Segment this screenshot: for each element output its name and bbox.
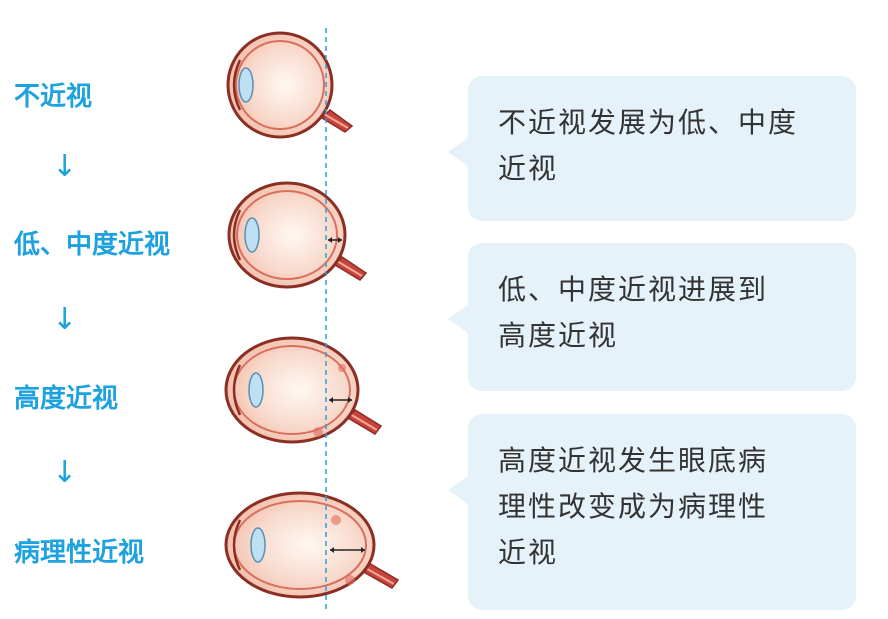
eye-normal-icon <box>226 31 354 139</box>
down-arrow-icon: ↓ <box>52 302 78 337</box>
stage-label-low-moderate-myopia: 低、中度近视 <box>14 230 171 260</box>
stage-label-no-myopia: 不近视 <box>14 82 93 112</box>
eye-low-moderate-myopia-icon <box>227 181 368 289</box>
eye-high-myopia-icon <box>224 336 383 444</box>
description-bubble-1: 不近视发展为低、中度 近视 <box>448 76 856 221</box>
down-arrow-icon: ↓ <box>52 455 78 490</box>
description-line: 近视 <box>498 536 559 569</box>
down-arrow-icon: ↓ <box>52 149 78 184</box>
description-bubble-2: 低、中度近视进展到 高度近视 <box>448 243 856 391</box>
description-line: 近视 <box>498 152 559 185</box>
description-line: 理性改变成为病理性 <box>498 490 769 523</box>
stage-label-high-myopia: 高度近视 <box>14 384 119 414</box>
description-line: 高度近视发生眼底病 <box>498 444 769 477</box>
description-line: 高度近视 <box>498 319 619 352</box>
description-bubble-3: 高度近视发生眼底病 理性改变成为病理性 近视 <box>448 414 856 610</box>
description-line: 低、中度近视进展到 <box>498 273 769 306</box>
stage-label-pathologic-myopia: 病理性近视 <box>14 538 145 568</box>
eye-pathologic-myopia-icon <box>224 491 400 599</box>
description-line: 不近视发展为低、中度 <box>498 106 799 139</box>
